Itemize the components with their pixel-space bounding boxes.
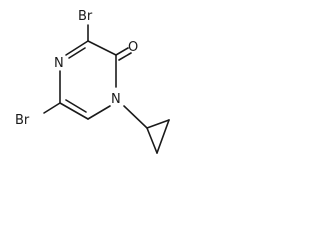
atom-n-ring-upper: N: [54, 56, 64, 71]
bond-c3-n4-double: [68, 47, 86, 59]
bond-n1-cyclopropyl: [123, 105, 148, 129]
bond-c6-c5: [59, 102, 89, 120]
bond-c3-n4: [65, 40, 89, 56]
bond-cp-b-c: [156, 119, 170, 154]
atom-br-bottom: Br: [15, 113, 30, 128]
bond-cp-c-a: [146, 127, 158, 154]
atom-n-ring-lower: N: [111, 92, 121, 107]
atom-labels: Br O N N Br: [15, 9, 138, 128]
bond-c2-o-double: [118, 52, 132, 61]
atom-o-carbonyl: O: [128, 40, 138, 55]
bond-n1-c6: [87, 105, 111, 120]
chemical-structure: Br O N N Br: [15, 9, 170, 154]
bond-c5-br: [43, 102, 61, 114]
bond-layer: [43, 24, 170, 154]
bond-cp-a-b: [146, 119, 170, 129]
atom-br-top: Br: [78, 9, 93, 24]
bond-c2-o: [115, 47, 129, 56]
bond-c3-c2: [87, 40, 117, 56]
bond-c6-c5-double: [65, 99, 87, 113]
